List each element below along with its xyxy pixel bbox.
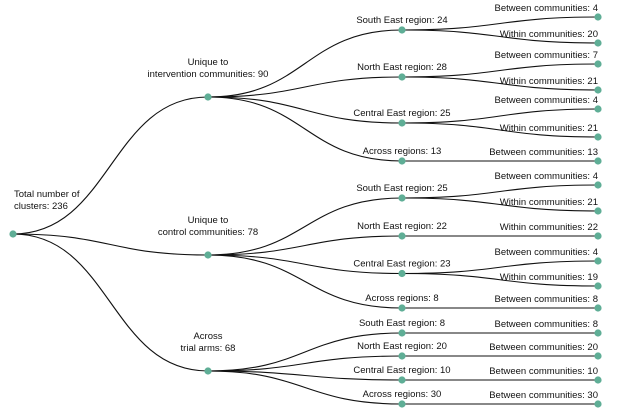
tree-edge bbox=[207, 197, 403, 256]
tree-node bbox=[398, 376, 406, 384]
root-label: clusters: 236 bbox=[14, 201, 68, 212]
tree-edge bbox=[12, 233, 209, 256]
community-label: Within communities: 19 bbox=[500, 272, 598, 283]
tree-node bbox=[398, 73, 406, 81]
tree-node bbox=[594, 376, 602, 384]
tree-edge bbox=[401, 108, 599, 124]
tree-node bbox=[594, 304, 602, 312]
community-label: Between communities: 30 bbox=[489, 390, 598, 401]
region-label: Central East region: 10 bbox=[353, 365, 450, 376]
root-node bbox=[9, 230, 17, 238]
community-label: Between communities: 4 bbox=[495, 95, 599, 106]
community-label: Within communities: 20 bbox=[500, 29, 598, 40]
tree-edge bbox=[401, 76, 599, 91]
community-label: Between communities: 20 bbox=[489, 342, 598, 353]
tree-edge bbox=[401, 260, 599, 275]
community-label: Between communities: 4 bbox=[495, 3, 599, 14]
root-label: Total number of bbox=[14, 189, 80, 200]
tree-node bbox=[594, 282, 602, 290]
region-label: Across regions: 13 bbox=[363, 146, 442, 157]
region-label: Central East region: 23 bbox=[353, 259, 450, 270]
tree-node bbox=[594, 133, 602, 141]
tree-node bbox=[594, 181, 602, 189]
tree-node bbox=[398, 194, 406, 202]
tree-edge bbox=[207, 370, 403, 405]
community-label: Within communities: 21 bbox=[500, 123, 598, 134]
region-label: South East region: 25 bbox=[356, 183, 447, 194]
tree-edge bbox=[401, 272, 599, 287]
region-label: Across regions: 30 bbox=[363, 389, 442, 400]
tree-node bbox=[594, 86, 602, 94]
arm-label: Across bbox=[193, 331, 222, 342]
tree-node bbox=[594, 400, 602, 408]
community-label: Between communities: 10 bbox=[489, 366, 598, 377]
arm-label: Unique to bbox=[188, 215, 229, 226]
arm-label: control communities: 78 bbox=[158, 227, 258, 238]
node-layer bbox=[9, 13, 602, 408]
tree-node bbox=[594, 257, 602, 265]
tree-edge bbox=[207, 355, 403, 372]
arm-label: trial arms: 68 bbox=[181, 343, 236, 354]
arm-label: Unique to bbox=[188, 57, 229, 68]
community-label: Between communities: 13 bbox=[489, 147, 598, 158]
tree-node bbox=[594, 105, 602, 113]
community-label: Between communities: 7 bbox=[495, 50, 599, 61]
region-label: South East region: 8 bbox=[359, 318, 445, 329]
tree-node bbox=[204, 93, 212, 101]
tree-edge bbox=[207, 254, 403, 275]
region-label: South East region: 24 bbox=[356, 15, 447, 26]
region-label: North East region: 28 bbox=[357, 62, 447, 73]
community-label: Within communities: 22 bbox=[500, 222, 598, 233]
tree-node bbox=[594, 157, 602, 165]
tree-node bbox=[594, 329, 602, 337]
tree-node bbox=[594, 39, 602, 47]
region-label: Across regions: 8 bbox=[365, 293, 438, 304]
tree-edge bbox=[207, 76, 403, 98]
tree-edge bbox=[401, 122, 599, 138]
tree-node bbox=[398, 352, 406, 360]
tree-node bbox=[398, 157, 406, 165]
tree-edge bbox=[12, 233, 209, 372]
arm-label: intervention communities: 90 bbox=[148, 69, 269, 80]
tree-edge bbox=[12, 96, 209, 235]
tree-node bbox=[398, 269, 406, 278]
tree-node bbox=[398, 119, 406, 127]
tree-node bbox=[398, 329, 406, 337]
tree-node bbox=[398, 400, 406, 408]
community-label: Within communities: 21 bbox=[500, 197, 598, 208]
tree-edge bbox=[401, 184, 599, 199]
tree-edge bbox=[207, 29, 403, 98]
tree-edge bbox=[207, 370, 403, 381]
community-label: Between communities: 8 bbox=[495, 319, 599, 330]
tree-node bbox=[398, 232, 406, 240]
tree-node bbox=[204, 367, 212, 375]
tree-node bbox=[594, 232, 602, 240]
community-label: Within communities: 21 bbox=[500, 76, 598, 87]
region-label: North East region: 20 bbox=[357, 341, 447, 352]
tree-edge bbox=[207, 235, 403, 256]
tree-node bbox=[398, 26, 406, 34]
edge-layer bbox=[12, 16, 599, 405]
tree-edge bbox=[401, 16, 599, 31]
community-label: Between communities: 4 bbox=[495, 171, 599, 182]
tree-edge bbox=[207, 254, 403, 309]
tree-edge bbox=[401, 29, 599, 44]
community-label: Between communities: 4 bbox=[495, 247, 599, 258]
tree-edge bbox=[207, 96, 403, 162]
tree-node bbox=[594, 13, 602, 21]
tree-edge bbox=[207, 332, 403, 372]
tree-edge bbox=[207, 96, 403, 124]
tree-node bbox=[594, 352, 602, 360]
region-label: North East region: 22 bbox=[357, 221, 447, 232]
tree-edge bbox=[401, 63, 599, 78]
community-label: Between communities: 8 bbox=[495, 294, 599, 305]
tree-node bbox=[594, 60, 602, 68]
tree-node bbox=[398, 304, 406, 312]
tree-node bbox=[594, 207, 602, 215]
tree-node bbox=[204, 251, 212, 259]
region-label: Central East region: 25 bbox=[353, 108, 450, 119]
tree-edge bbox=[401, 197, 599, 212]
